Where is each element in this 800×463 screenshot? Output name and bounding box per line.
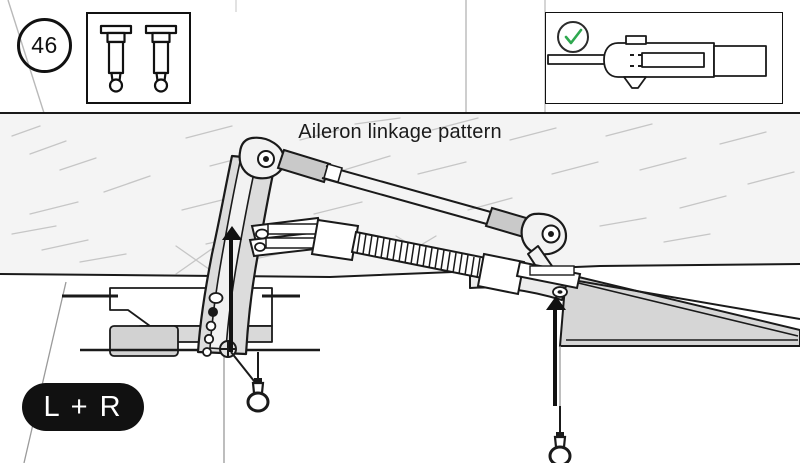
servo-mount	[62, 287, 320, 357]
right-attach-arrow	[546, 296, 566, 406]
left-callout-bolt-icon	[246, 378, 270, 413]
bolt-icon	[99, 24, 178, 93]
step-number-badge: 46	[17, 18, 72, 73]
wing-texture-lines	[11, 117, 795, 275]
center-pushrod-assembly	[248, 216, 582, 296]
thread-hatching	[356, 232, 481, 279]
header-divider	[0, 112, 800, 114]
illustration-area	[0, 114, 800, 463]
right-callout-bolt-icon	[548, 432, 572, 463]
left-right-badge: L + R	[22, 383, 144, 431]
aileron-surface	[558, 272, 800, 347]
left-right-label: L + R	[43, 390, 123, 423]
aileron-linkage-drawing	[0, 114, 800, 463]
fuselage-crease-lines	[23, 281, 561, 463]
horn-hole-row	[202, 292, 224, 357]
detail-inset-drawing	[547, 21, 767, 89]
page-header: 46	[0, 0, 800, 113]
wing-surface	[0, 114, 800, 277]
left-attach-arrow	[222, 226, 242, 352]
step-number-label: 46	[31, 32, 58, 58]
detail-inset-box	[545, 12, 783, 104]
parts-box	[86, 12, 191, 104]
left-bolt-callout	[230, 351, 259, 387]
page-title: Aileron linkage pattern	[298, 121, 502, 143]
rivet-dots	[630, 54, 642, 67]
check-circle-icon	[557, 21, 589, 53]
upper-pushrod	[276, 148, 568, 256]
